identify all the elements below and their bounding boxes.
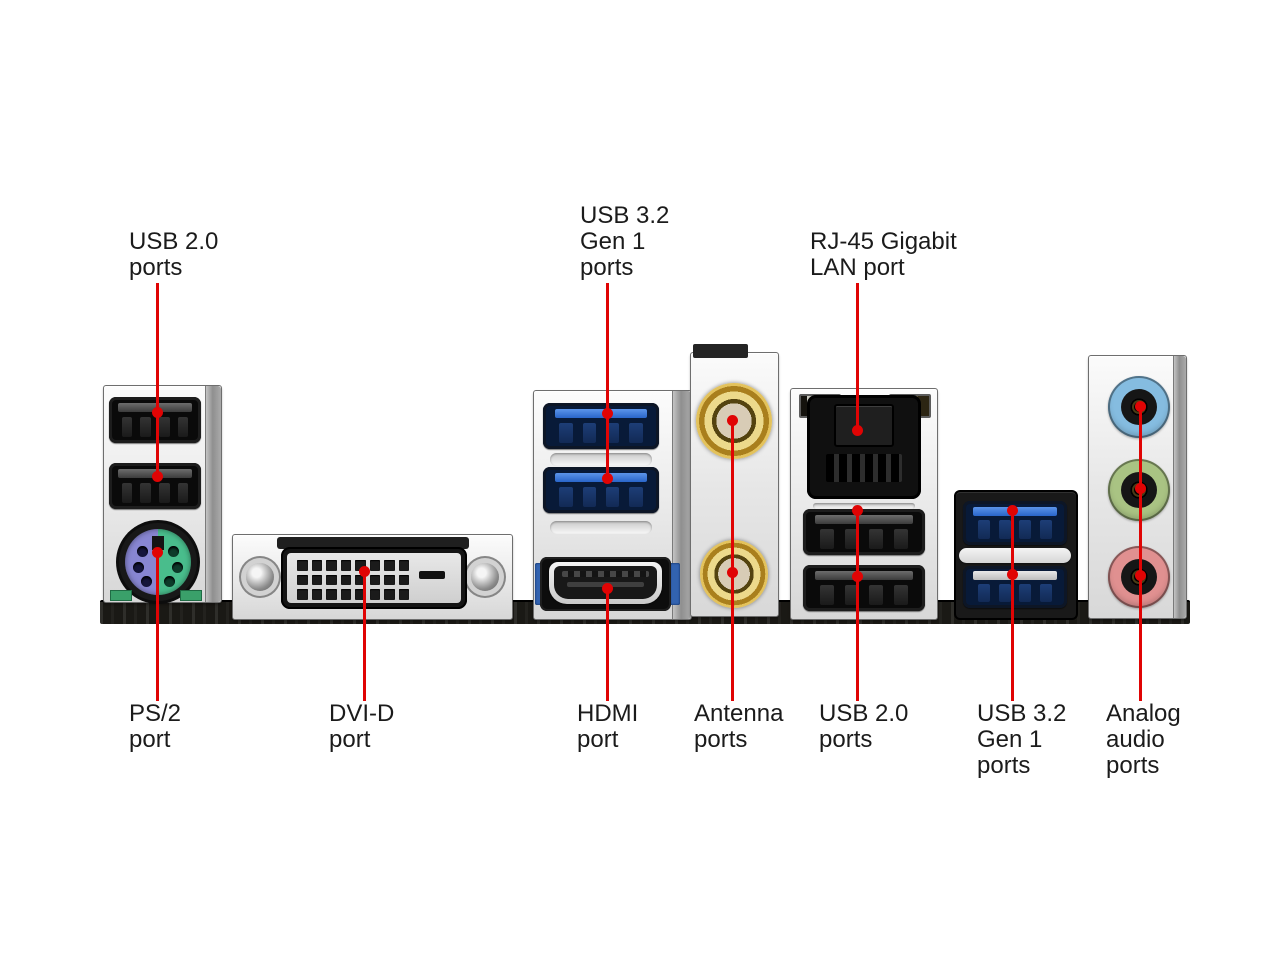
usb-tongue: [815, 514, 913, 525]
dvi-screw-post-right: [471, 563, 499, 591]
dot-lan: [852, 425, 863, 436]
dot-hdmi: [602, 583, 613, 594]
bracket-side-flange: [672, 391, 691, 619]
leader-dvi: [363, 571, 366, 701]
dot-usb2-port2: [152, 471, 163, 482]
dvi-top-lip: [277, 537, 469, 549]
rj45-clip-tab: [834, 404, 894, 447]
usb3-hdmi-panel-block: [533, 390, 692, 620]
bracket-divider: [959, 548, 1071, 563]
bracket-recess: [550, 453, 652, 466]
usb2-port-1: [109, 397, 201, 443]
label-usb2-ports-top: USB 2.0 ports: [129, 228, 219, 281]
lan-usb2-panel-block: [790, 388, 938, 620]
leader-hdmi: [606, 588, 609, 701]
label-dvi-port: DVI-D port: [329, 700, 395, 753]
usb-tongue: [815, 570, 913, 581]
leader-antenna: [731, 420, 734, 701]
dvi-screw-post-left: [246, 563, 274, 591]
usb2-port-4: [803, 565, 925, 611]
usb3-gen1-port-1: [543, 403, 659, 449]
label-hdmi-port: HDMI port: [577, 700, 639, 753]
pcb-green-fragment: [180, 590, 202, 601]
leader-lan: [856, 283, 859, 430]
ps2-pin-hole: [164, 576, 175, 587]
usb-contacts: [559, 487, 643, 507]
ps2-pin-hole: [133, 562, 144, 573]
dot-audio-mic: [1135, 570, 1146, 581]
ps2-pin-hole: [172, 562, 183, 573]
bracket-recess: [813, 503, 915, 509]
dot-dvi: [359, 566, 370, 577]
leader-usb3-right: [1011, 510, 1014, 701]
leader-usb3-top: [606, 283, 609, 480]
hdmi-pins: [562, 571, 649, 578]
label-usb2-ports-bottom: USB 2.0 ports: [819, 700, 909, 753]
bracket-side-flange: [205, 386, 221, 602]
dot-audio-line-in: [1135, 401, 1146, 412]
rj45-contacts: [826, 454, 902, 483]
dot-usb2-port3: [852, 505, 863, 516]
leader-usb2-top: [156, 283, 159, 480]
dot-usb2-port4: [852, 571, 863, 582]
usb2-port-3: [803, 509, 925, 555]
dvi-face: [287, 553, 461, 603]
hdmi-clip-right: [670, 563, 680, 605]
usb3-gen1-port-2: [543, 467, 659, 513]
dot-usb3-port1: [602, 408, 613, 419]
usb-contacts: [977, 584, 1053, 603]
label-antenna-ports: Antenna ports: [694, 700, 784, 753]
usb-contacts: [820, 585, 908, 605]
leader-ps2: [156, 552, 159, 701]
label-analog-audio: Analog audio ports: [1106, 700, 1181, 779]
ps2-usb2-panel-block: [103, 385, 222, 603]
dot-usb3-port4: [1007, 569, 1018, 580]
bracket-side-flange: [1173, 356, 1186, 618]
usb-tongue-blue: [554, 472, 648, 483]
usb-tongue-blue: [554, 408, 648, 419]
bracket-tab: [693, 344, 748, 358]
usb3-gen1-right-block: [954, 490, 1078, 620]
label-ps2-port: PS/2 port: [129, 700, 182, 753]
ps2-key-slot: [152, 536, 164, 550]
label-rj45-lan: RJ-45 Gigabit LAN port: [810, 228, 957, 281]
dot-usb2-port1: [152, 407, 163, 418]
dvi-blade-slot: [419, 571, 445, 579]
dot-audio-line-out: [1135, 483, 1146, 494]
label-usb3-gen1-top: USB 3.2 Gen 1 ports: [580, 202, 670, 281]
ps2-pin-hole: [141, 576, 152, 587]
usb-contacts: [559, 423, 643, 443]
usb-contacts: [820, 529, 908, 549]
usb-contacts: [121, 483, 189, 503]
leader-usb2-right: [856, 510, 859, 701]
dot-usb3-port2: [602, 473, 613, 484]
usb-contacts: [977, 520, 1053, 539]
label-usb3-gen1-bottom: USB 3.2 Gen 1 ports: [977, 700, 1067, 779]
leader-audio: [1139, 406, 1142, 701]
usb-contacts: [121, 417, 189, 437]
dvi-d-port: [281, 547, 467, 609]
rj45-lan-port: [807, 395, 921, 499]
dot-usb3-port3: [1007, 505, 1018, 516]
dvi-pin-grid: [297, 560, 409, 600]
ps2-pin-hole: [137, 546, 148, 557]
pcb-green-fragment: [110, 590, 132, 601]
dot-antenna-2: [727, 567, 738, 578]
dot-ps2: [152, 547, 163, 558]
bracket-recess: [550, 521, 652, 534]
dot-antenna-1: [727, 415, 738, 426]
usb2-port-2: [109, 463, 201, 509]
hdmi-port: [540, 557, 671, 611]
ps2-pin-hole: [168, 546, 179, 557]
dvi-panel-block: [232, 534, 513, 620]
